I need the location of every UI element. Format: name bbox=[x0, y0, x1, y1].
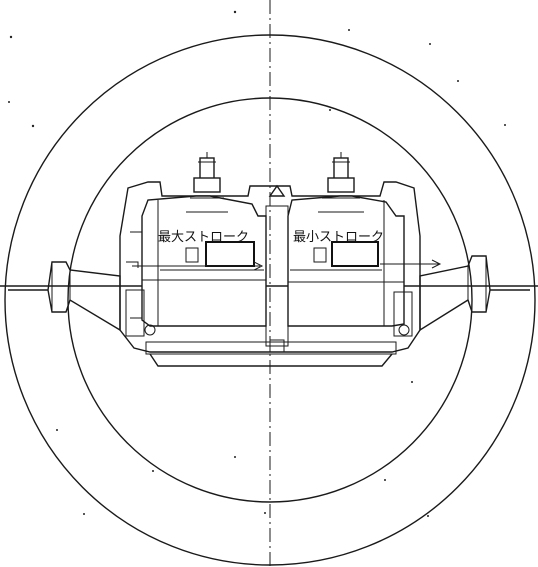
right-stroke-indicator bbox=[313, 241, 442, 269]
center-divider bbox=[265, 184, 289, 353]
left-cylinder bbox=[125, 195, 267, 337]
housing bbox=[119, 181, 421, 367]
left-actuator bbox=[186, 152, 228, 213]
right-stroke-label: 最小ストローク bbox=[293, 230, 384, 245]
right-shaft bbox=[419, 255, 530, 332]
right-cylinder bbox=[287, 195, 413, 337]
right-actuator bbox=[318, 152, 364, 213]
left-stroke-label: 最大ストローク bbox=[158, 230, 249, 245]
left-stroke-indicator bbox=[126, 241, 264, 271]
left-shaft bbox=[8, 261, 121, 332]
scan-specks bbox=[8, 10, 506, 517]
